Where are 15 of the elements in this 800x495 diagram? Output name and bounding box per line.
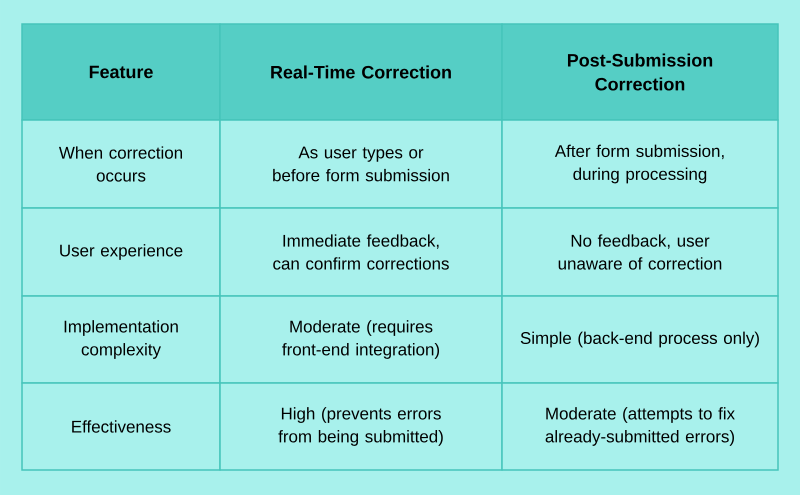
- table-cell: Moderate (requires front-end integration): [219, 295, 503, 384]
- header-cell: Real-Time Correction: [219, 23, 503, 121]
- table-cell: Moderate (attempts to fix already-submitted errors): [501, 382, 779, 471]
- table-cell: User experience: [21, 207, 221, 297]
- header-cell: Feature: [21, 23, 221, 121]
- table-cell: Immediate feedback, can confirm corrections: [219, 207, 503, 297]
- table-cell: After form submission, during processing: [501, 119, 779, 209]
- table-cell: When correction occurs: [21, 119, 221, 209]
- table-cell: Implementation complexity: [21, 295, 221, 384]
- table-cell: As user types or before form submission: [219, 119, 503, 209]
- table-cell: Effectiveness: [21, 382, 221, 471]
- table-cell: Simple (back-end process only): [501, 295, 779, 384]
- table-cell: High (prevents errors from being submitted): [219, 382, 503, 471]
- table-cell: No feedback, user unaware of correction: [501, 207, 779, 297]
- header-cell: Post-Submission Correction: [501, 23, 779, 121]
